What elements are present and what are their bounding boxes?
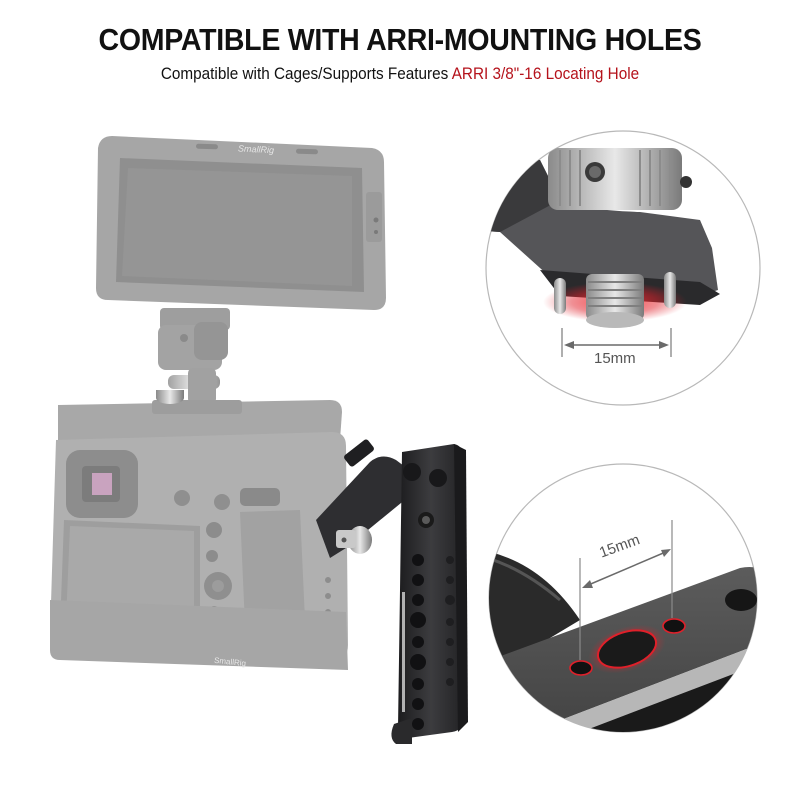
top-handle xyxy=(316,439,468,744)
subtitle-accent: ARRI 3/8"-16 Locating Hole xyxy=(451,64,640,83)
screw-spacing-label: 15mm xyxy=(594,350,636,367)
page-title: COMPATIBLE WITH ARRI-MOUNTING HOLES xyxy=(98,22,702,57)
subtitle-text: Compatible with Cages/Supports Features xyxy=(160,64,452,83)
page-subtitle: Compatible with Cages/Supports Features … xyxy=(40,64,760,84)
monitor: SmallRig xyxy=(96,136,386,310)
monitor-brand: SmallRig xyxy=(238,143,274,155)
screw-detail-callout xyxy=(485,130,761,406)
camera-cage: SmallRig xyxy=(50,390,348,670)
hole-detail-callout xyxy=(488,463,758,733)
cage-brand: SmallRig xyxy=(214,656,247,668)
monitor-mount xyxy=(158,308,230,404)
